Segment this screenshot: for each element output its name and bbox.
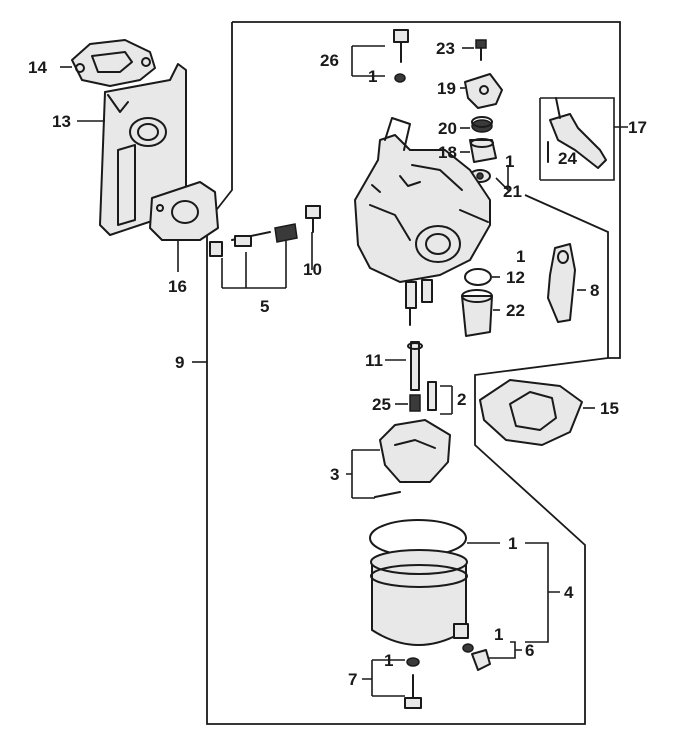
callout-9: 9 bbox=[175, 353, 184, 372]
part-5-screw bbox=[209, 223, 298, 257]
callout-19: 19 bbox=[437, 79, 456, 98]
callout-16: 16 bbox=[168, 277, 187, 296]
carburetor-body bbox=[354, 117, 491, 326]
callout-12: 12 bbox=[506, 268, 525, 287]
callout-1-d: 1 bbox=[508, 534, 517, 553]
callout-8: 8 bbox=[590, 281, 599, 300]
callout-22: 22 bbox=[506, 301, 525, 320]
part-26-screw bbox=[393, 29, 409, 83]
part-16-gasket bbox=[149, 181, 219, 241]
callout-6: 6 bbox=[525, 641, 534, 660]
part-10-screw bbox=[305, 205, 321, 233]
callout-15: 15 bbox=[600, 399, 619, 418]
leader-lines bbox=[60, 45, 628, 697]
part-20-spring bbox=[471, 116, 493, 133]
callout-17: 17 bbox=[628, 118, 647, 137]
part-13-bracket bbox=[99, 63, 187, 236]
part-6-screw bbox=[462, 643, 491, 671]
part-19-cover bbox=[464, 73, 503, 109]
callout-1-f: 1 bbox=[384, 651, 393, 670]
callout-26: 26 bbox=[320, 51, 339, 70]
part-22-cap bbox=[461, 289, 493, 337]
part-8-float-lever bbox=[547, 243, 576, 323]
callout-25: 25 bbox=[372, 395, 391, 414]
frame-diagonal-17 bbox=[524, 194, 609, 358]
part-11-nozzle bbox=[407, 341, 423, 391]
part-14-gasket bbox=[71, 39, 156, 87]
callout-14: 14 bbox=[28, 58, 47, 77]
callout-7: 7 bbox=[348, 670, 357, 689]
callout-1-e: 1 bbox=[494, 625, 503, 644]
callout-11: 11 bbox=[365, 351, 383, 370]
part-25-jet bbox=[409, 381, 437, 412]
callout-23: 23 bbox=[436, 39, 455, 58]
callout-4: 4 bbox=[564, 583, 574, 602]
part-17-arm bbox=[547, 97, 607, 169]
callout-5: 5 bbox=[260, 297, 269, 316]
callout-13: 13 bbox=[52, 112, 71, 131]
callout-21: 21 bbox=[503, 182, 522, 201]
callout-18: 18 bbox=[438, 143, 457, 162]
part-18-bushing bbox=[469, 138, 497, 163]
callout-24: 24 bbox=[558, 149, 577, 168]
assembly-frame bbox=[206, 21, 621, 725]
callout-1-c: 1 bbox=[516, 247, 525, 266]
part-23-screw bbox=[475, 39, 487, 61]
part-4-bowl bbox=[369, 519, 469, 646]
callout-20: 20 bbox=[438, 119, 457, 138]
callout-3: 3 bbox=[330, 465, 339, 484]
part-3-float bbox=[374, 419, 451, 498]
callout-1-b: 1 bbox=[505, 152, 514, 171]
part-12-oring bbox=[464, 268, 492, 286]
callout-1-a: 1 bbox=[368, 67, 377, 86]
callout-10: 10 bbox=[303, 260, 322, 279]
callout-labels: 14 13 16 26 1 23 19 20 18 1 21 17 24 5 1… bbox=[28, 39, 647, 689]
callout-2: 2 bbox=[457, 390, 466, 409]
part-15-gasket bbox=[479, 379, 583, 446]
part-7-bolt bbox=[404, 657, 422, 709]
